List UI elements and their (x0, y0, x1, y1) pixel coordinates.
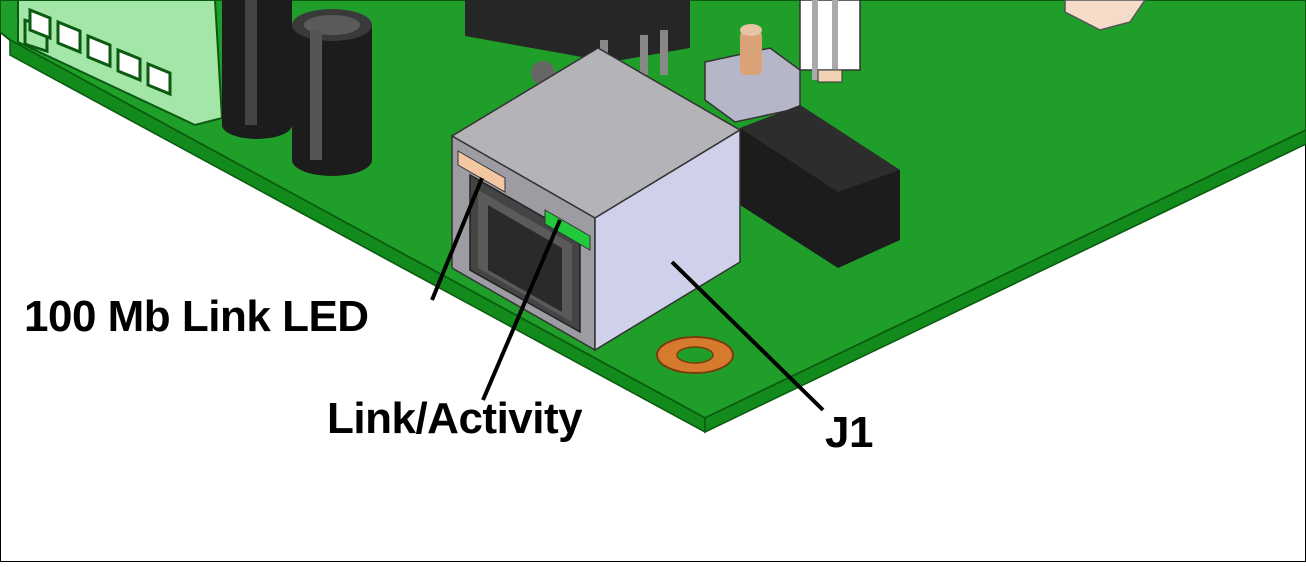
header-pins (799, 0, 861, 83)
leader-line-j1 (670, 260, 825, 412)
leader-line-activity (481, 219, 562, 401)
leader-line-100mb (430, 177, 484, 301)
small-chip (1064, 0, 1146, 31)
capacitor-1 (222, 0, 292, 139)
terminal-slots (28, 7, 172, 97)
label-100mb-link-led: 100 Mb Link LED (24, 292, 369, 341)
pcb-board-edge-right (704, 129, 1306, 434)
mounting-pad (656, 336, 734, 374)
terminal-block (17, 0, 224, 127)
black-component (740, 105, 900, 268)
led-amber (457, 150, 506, 193)
label-link-activity: Link/Activity (327, 394, 583, 443)
led-green (544, 209, 591, 251)
label-j1: J1 (825, 408, 873, 457)
rj45-connector (450, 47, 742, 352)
capacitor-2 (292, 9, 372, 176)
